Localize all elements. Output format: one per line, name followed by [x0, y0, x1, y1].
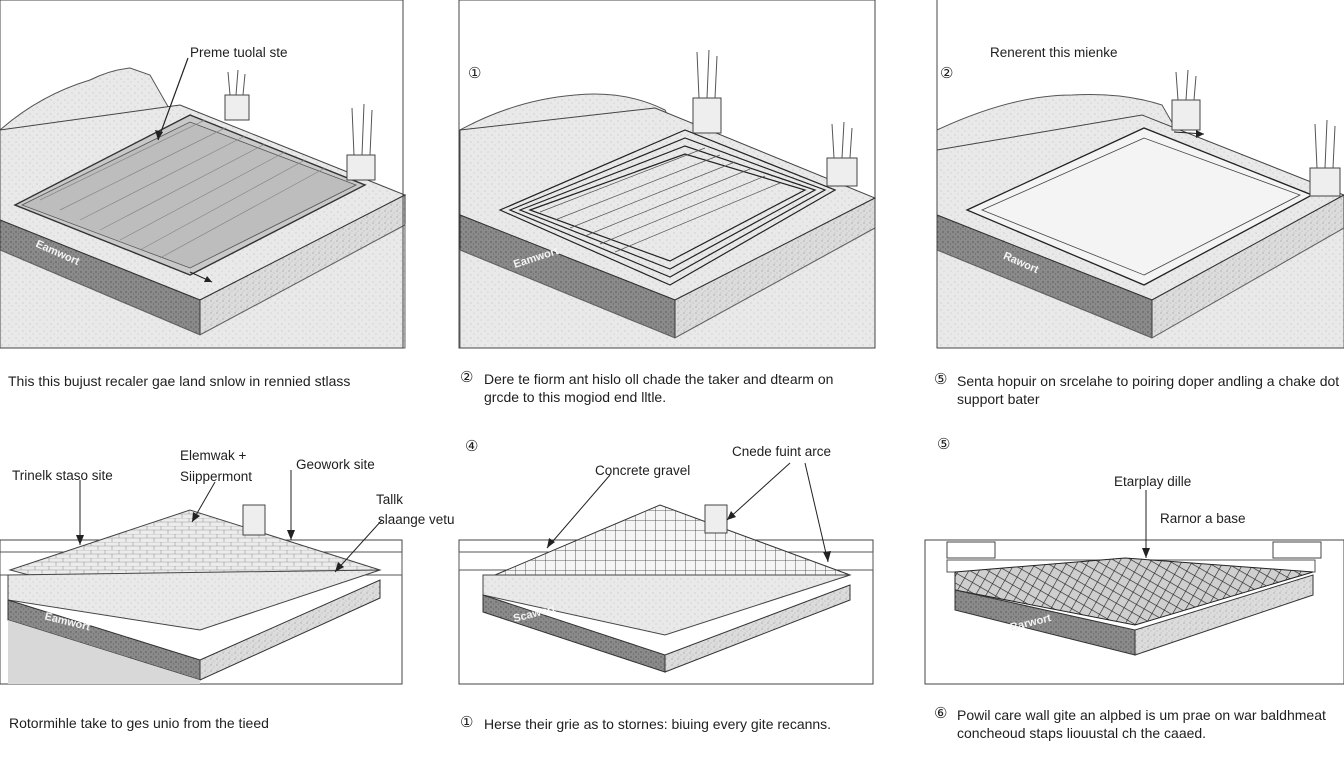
panel-1: Preme tuolal ste Eamwort This this bujus… — [0, 0, 440, 400]
panel-4: Trinelk staso site Elemwak + Siippermont… — [0, 430, 460, 768]
callout-label: slaange vetu — [378, 512, 455, 527]
callout-label: Elemwak + — [180, 448, 247, 463]
step-number: ② — [940, 65, 954, 82]
callout-label: Geowork site — [296, 457, 375, 472]
panel-2-illustration — [458, 0, 877, 349]
panel-caption: Rotormihle take to ges unio from the tie… — [9, 715, 269, 731]
callout-label: Renerent this mienke — [990, 45, 1118, 60]
callout-label: Etarplay dille — [1114, 474, 1192, 489]
panel-6-illustration — [924, 490, 1344, 685]
caption-marker: ⑥ — [934, 705, 948, 722]
step-number: ④ — [465, 438, 479, 455]
panel-caption: This this bujust recaler gae land snlow … — [8, 373, 351, 389]
panel-caption: Dere te fiorm ant hislo oll chade the ta… — [484, 371, 834, 405]
caption-marker: ① — [460, 714, 474, 731]
step-number: ⑤ — [937, 436, 951, 453]
panel-caption: Powil care wall gite an alpbed is um pra… — [957, 707, 1326, 741]
callout-label: Preme tuolal ste — [190, 45, 288, 60]
panel-2: ① Eamwort ② Dere te fiorm ant hislo oll … — [455, 0, 895, 410]
panel-5-illustration — [458, 462, 874, 685]
panel-caption: Senta hopuir on srcelahe to poiring dope… — [957, 373, 1340, 407]
panel-6: ⑤ Etarplay dille Rarnor a base Barwort ⑥… — [924, 430, 1344, 768]
caption-marker: ② — [460, 369, 474, 386]
step-number: ① — [468, 65, 482, 82]
callout-label: Concrete gravel — [595, 463, 691, 478]
panel-3: ② Renerent this mienke Rawort ⑤ Senta ho… — [932, 0, 1344, 410]
callout-label: Cnede fuint arce — [732, 444, 832, 459]
callout-label: Trinelk staso site — [12, 468, 113, 483]
panel-4-illustration — [0, 470, 403, 685]
panel-5: ④ Concrete gravel Cnede fuint arce Scawo… — [455, 430, 895, 768]
panel-3-illustration — [936, 0, 1344, 349]
callout-label: Rarnor a base — [1160, 511, 1246, 526]
caption-marker: ⑤ — [934, 371, 948, 388]
callout-label: Siippermont — [180, 469, 253, 484]
panel-1-illustration — [0, 0, 407, 349]
panel-caption: Herse their grie as to stornes: biuing e… — [484, 716, 832, 732]
callout-label: Tallk — [376, 492, 404, 507]
